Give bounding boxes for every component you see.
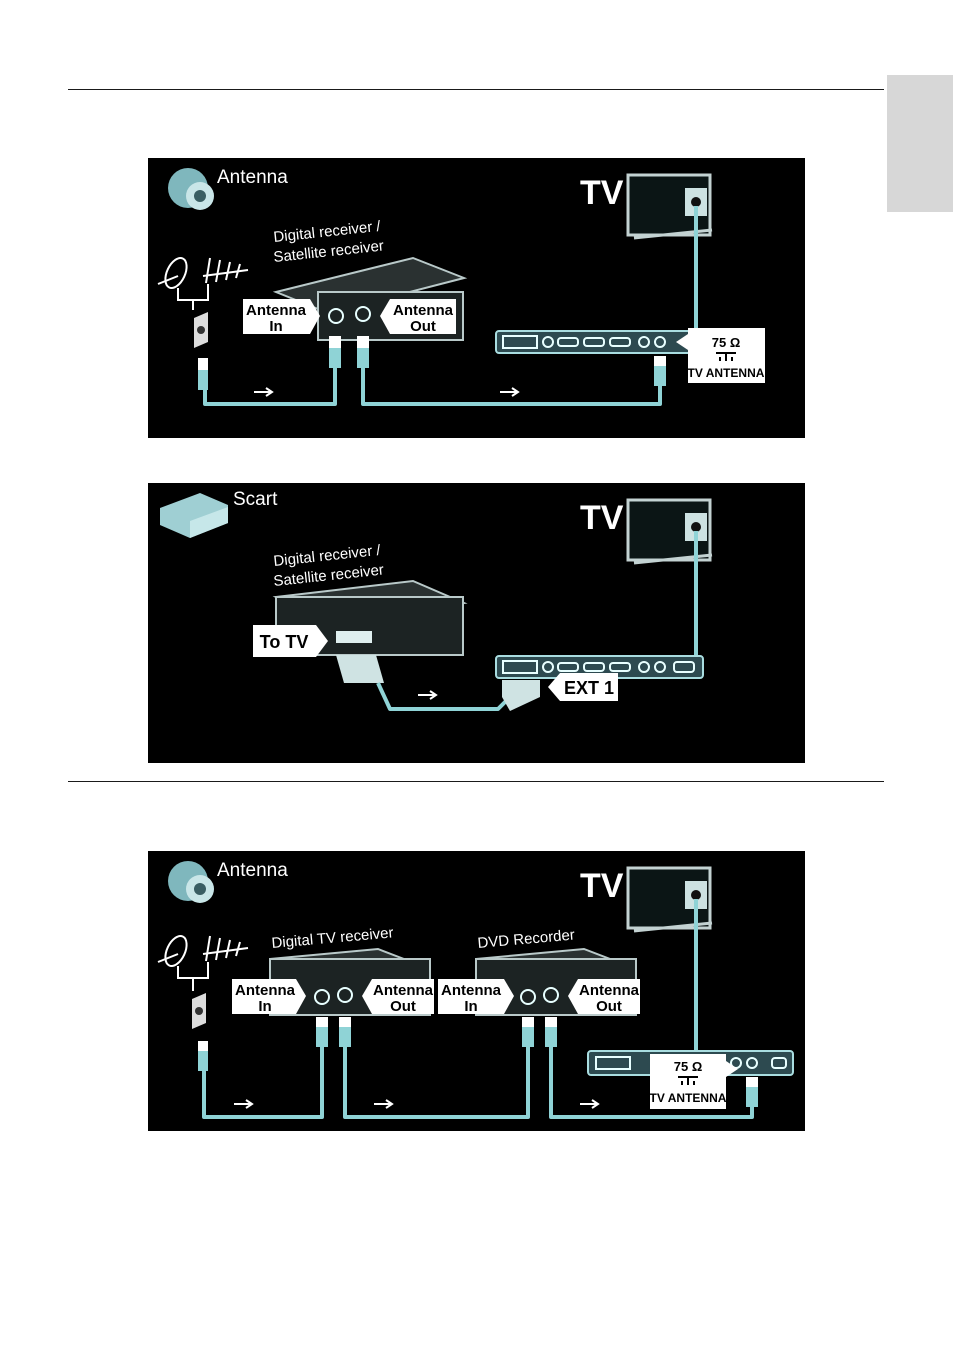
svg-text:Antenna: Antenna (235, 982, 296, 999)
tv-antenna-label: 75 Ω TV ANTENNA (676, 328, 765, 383)
tv-icon (628, 868, 712, 931)
antenna-out-label: Antenna Out (380, 299, 456, 335)
svg-text:EXT 1: EXT 1 (564, 678, 614, 698)
d2-antenna-out-label: Antenna Out (568, 979, 640, 1015)
tv-label: TV (580, 174, 624, 212)
d2-antenna-in-label: Antenna In (438, 979, 514, 1015)
svg-text:75 Ω: 75 Ω (674, 1059, 703, 1074)
antenna-plug-icon (168, 168, 214, 210)
satellite-dish-icon (158, 255, 191, 292)
scart-diagram-panel: Scart TV Digital receiver / Satellite re… (148, 483, 805, 763)
arrow-icon (234, 1100, 252, 1108)
wall-socket-icon (192, 993, 206, 1029)
tv-label: TV (580, 867, 624, 905)
tv-icon (628, 175, 712, 238)
svg-text:To TV: To TV (260, 632, 309, 652)
connection-title: Scart (233, 489, 278, 510)
svg-text:In: In (269, 318, 282, 335)
svg-text:Antenna: Antenna (441, 982, 502, 999)
scart-port (336, 631, 372, 643)
tv-icon (628, 500, 712, 563)
antenna-diagram-panel: Antenna TV Digital receiver / Satellite … (148, 158, 805, 438)
connection-title: Antenna (217, 860, 288, 881)
svg-text:Out: Out (410, 318, 436, 335)
side-tab (887, 75, 953, 212)
ext1-plug (502, 680, 540, 711)
wall-socket-icon (194, 312, 208, 348)
svg-text:Antenna: Antenna (373, 982, 434, 999)
svg-text:In: In (464, 998, 477, 1015)
to-tv-label: To TV (253, 625, 328, 657)
connection-title: Antenna (217, 167, 288, 188)
tv-label: TV (580, 499, 624, 537)
svg-text:TV ANTENNA: TV ANTENNA (688, 366, 765, 380)
arrow-icon (254, 388, 272, 396)
antenna-dvd-diagram: Antenna TV Digital TV receiver DVD Recor… (148, 851, 805, 1131)
scart-plug-icon (160, 493, 228, 538)
svg-text:Antenna: Antenna (393, 302, 454, 319)
svg-text:TV ANTENNA: TV ANTENNA (650, 1091, 727, 1105)
svg-text:75 Ω: 75 Ω (712, 335, 741, 350)
tv-antenna-label: 75 Ω TV ANTENNA (650, 1054, 738, 1109)
section-rule (68, 781, 884, 782)
antenna-in-label: Antenna In (243, 299, 320, 335)
svg-text:Antenna: Antenna (579, 982, 640, 999)
arrow-icon (374, 1100, 392, 1108)
aerial-icon (178, 258, 248, 310)
top-rule (68, 89, 884, 90)
svg-text:Antenna: Antenna (246, 302, 307, 319)
arrow-icon (580, 1100, 598, 1108)
d1-antenna-in-label: Antenna In (232, 979, 306, 1015)
antenna-diagram: Antenna TV Digital receiver / Satellite … (148, 158, 805, 438)
scart-diagram: Scart TV Digital receiver / Satellite re… (148, 483, 805, 763)
d1-antenna-out-label: Antenna Out (362, 979, 434, 1015)
arrow-icon (418, 691, 436, 699)
svg-text:Out: Out (596, 998, 622, 1015)
device1-name: Digital TV receiver (271, 924, 394, 952)
arrow-icon (500, 388, 518, 396)
satellite-dish-icon (158, 933, 191, 970)
device2-name: DVD Recorder (477, 927, 576, 952)
antenna-dvd-diagram-panel: Antenna TV Digital TV receiver DVD Recor… (148, 851, 805, 1131)
svg-text:Out: Out (390, 998, 416, 1015)
svg-text:In: In (258, 998, 271, 1015)
antenna-plug-icon (168, 861, 214, 903)
ext1-label: EXT 1 (548, 673, 618, 701)
